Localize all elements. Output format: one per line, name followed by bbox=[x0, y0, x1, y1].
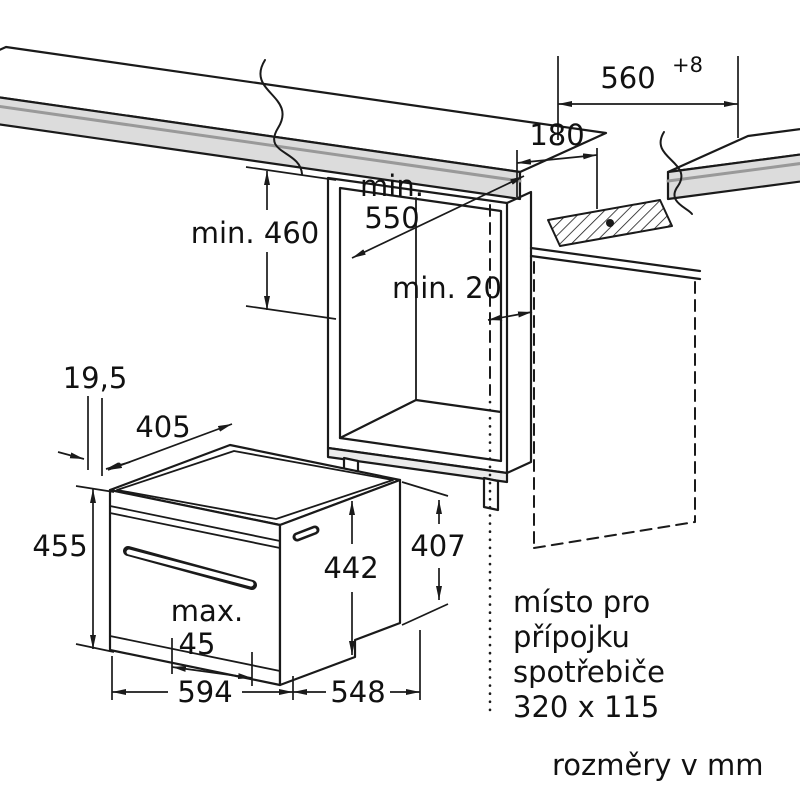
dim-460-label: min. 460 bbox=[191, 216, 319, 250]
dim-195-arrow-left bbox=[57, 451, 85, 460]
dim-180-label: 180 bbox=[529, 118, 584, 152]
dim-560-tolerance-label: +8 bbox=[672, 53, 703, 77]
dim-460-tick-top bbox=[245, 166, 337, 181]
cabinet-leg-right bbox=[482, 476, 500, 512]
right-counter-edge-stripe bbox=[666, 162, 800, 183]
dim-407-label: 407 bbox=[410, 529, 465, 563]
left-counter-edge-stripe bbox=[0, 104, 522, 183]
oven-control-panel-line bbox=[109, 505, 281, 549]
dim-455-label: 455 bbox=[32, 529, 87, 563]
dim-180-line bbox=[516, 153, 598, 165]
hidden-edge-unit bbox=[533, 261, 696, 549]
dim-405-label: 405 bbox=[135, 410, 190, 444]
right-counter-front bbox=[666, 153, 800, 201]
dim-550-label-value: 550 bbox=[364, 201, 419, 235]
dim-460-tick-bottom bbox=[245, 305, 337, 320]
dim-442-label: 442 bbox=[323, 551, 378, 585]
dim-455-tick-bottom bbox=[75, 643, 115, 653]
dim-594-label: 594 bbox=[177, 675, 232, 709]
dim-550-label-min: min. bbox=[360, 169, 424, 203]
dimension-layer bbox=[57, 56, 739, 700]
dim-405-line bbox=[107, 423, 233, 471]
dim-548-label: 548 bbox=[330, 675, 385, 709]
right-counter-top bbox=[666, 128, 800, 174]
dim-20-line bbox=[487, 311, 533, 321]
dim-560-label: 560 bbox=[600, 61, 655, 95]
connection-point-dot bbox=[606, 219, 614, 227]
dim-max45-label-value: 45 bbox=[179, 627, 216, 661]
connection-note-line1: místo pro bbox=[513, 585, 650, 619]
dim-max45-line bbox=[171, 665, 253, 680]
units-note: rozměry v mm bbox=[552, 748, 764, 782]
connection-note-line3: spotřebiče bbox=[513, 655, 665, 689]
oven-side-vent-fill bbox=[295, 528, 317, 539]
dim-407-tick-top bbox=[401, 481, 449, 497]
dim-550-line bbox=[351, 175, 525, 259]
left-counter-break-line bbox=[259, 59, 303, 175]
right-unit-top-edge bbox=[529, 246, 702, 281]
label-layer: 560 +8 180 min. 550 min. 460 min. 20 19,… bbox=[32, 53, 763, 782]
connection-note-line4: 320 x 115 bbox=[513, 690, 659, 724]
dim-195-label: 19,5 bbox=[63, 361, 128, 395]
dim-455-tick-top bbox=[75, 485, 115, 493]
cabinet-base-strip bbox=[326, 446, 509, 484]
oven-handle-fill bbox=[126, 549, 254, 587]
dim-20-label: min. 20 bbox=[392, 271, 502, 305]
connection-note-line2: přípojku bbox=[513, 620, 630, 654]
right-counter-break-line bbox=[659, 131, 693, 215]
side-wall bbox=[505, 190, 533, 475]
dim-407-tick-bottom bbox=[401, 603, 449, 626]
dim-max45-label-max: max. bbox=[171, 594, 243, 628]
